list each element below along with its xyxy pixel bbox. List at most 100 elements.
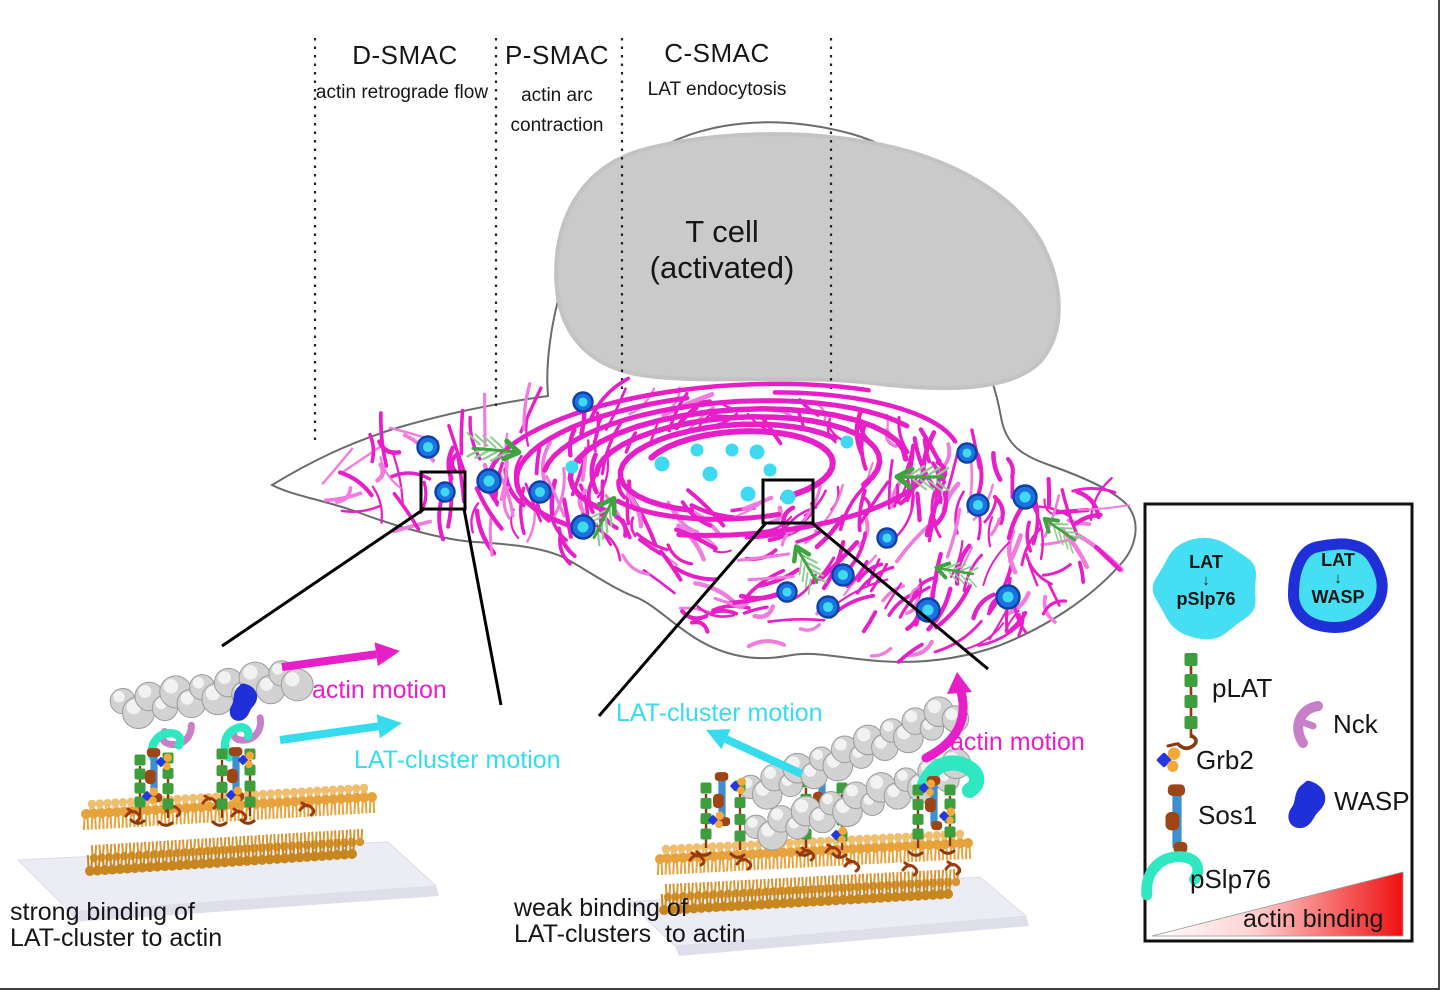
callout-line <box>462 508 503 706</box>
sos1-molecule <box>1165 784 1188 854</box>
green-arrow <box>466 432 522 462</box>
legend-actin-binding-label: actin binding <box>1243 905 1384 933</box>
actin-filament <box>743 748 972 851</box>
plat-chain <box>695 782 712 857</box>
lat-cluster-dot <box>690 443 704 457</box>
lat-cluster-dot <box>740 486 756 502</box>
lat-endosome-dot <box>528 480 552 504</box>
mid-actin-motion-label: actin motion <box>950 728 1085 756</box>
grb2-molecule <box>156 753 173 771</box>
zone-psmac-desc-1: actin arc <box>521 85 593 106</box>
zone-psmac-desc-2: contraction <box>510 115 604 136</box>
legend-pslp76-label: pSlp76 <box>1190 864 1271 894</box>
lat-endosome-dot <box>776 581 798 603</box>
lat-membrane-anchor <box>688 851 706 867</box>
lat-membrane-anchor <box>124 807 142 823</box>
green-arrow <box>791 544 827 596</box>
lat-endosome-dot <box>876 527 898 549</box>
zone-dsmac-desc: actin retrograde flow <box>315 82 489 103</box>
left-actin-motion-label: actin motion <box>312 676 447 704</box>
plat-chain <box>211 748 228 827</box>
zone-dsmac-label: D-SMAC <box>352 40 458 70</box>
lat-endosome-dot <box>1012 484 1038 510</box>
lat-membrane-anchor <box>298 801 316 817</box>
lat-endosome-dot <box>816 595 840 619</box>
left-caption-2: LAT-cluster to actin <box>10 924 223 952</box>
legend-blob1-pslp76: pSlp76 <box>1176 589 1236 609</box>
lat-membrane-anchor <box>843 857 861 873</box>
lat-endosome-dot <box>995 584 1021 610</box>
pslp76-molecule <box>147 729 185 761</box>
lat-endosome-dot <box>476 468 502 494</box>
lat-endosome-dot <box>416 435 440 459</box>
grb2-molecule <box>919 779 936 797</box>
grb2-molecule <box>238 751 255 769</box>
actin-motion-arrow <box>921 672 972 763</box>
callout-line <box>597 522 768 717</box>
actin-flow-green-arrows <box>466 432 1084 596</box>
lat-cluster-dot <box>565 460 579 474</box>
legend-wasp-label: WASP <box>1334 786 1410 816</box>
lat-membrane-anchor <box>798 846 816 862</box>
zoom-box-middle <box>761 478 815 525</box>
legend-blob2-arrow-icon: ↓ <box>1334 570 1342 587</box>
mid-caption-2: LAT-clusters to actin <box>514 920 746 948</box>
actin-filament <box>738 696 970 810</box>
lat-membrane-anchor <box>944 860 962 876</box>
left-caption-1: strong binding of <box>10 898 195 926</box>
legend-sos1-label: Sos1 <box>1198 800 1258 830</box>
t-cell-label-1: T cell <box>685 214 759 249</box>
actin-binding-gradient-triangle <box>1151 871 1404 937</box>
grb2-molecule <box>831 826 848 844</box>
lat-cluster-dot <box>840 435 854 449</box>
nck-icon <box>1293 701 1323 748</box>
legend-blob1-arrow-icon: ↓ <box>1202 572 1210 589</box>
legend-blob2-wasp: WASP <box>1311 587 1365 607</box>
lat-cluster-dots <box>565 435 854 505</box>
lat-cluster-dot <box>763 463 777 477</box>
actin-filament <box>109 660 314 730</box>
lat-endosome-dot <box>831 563 855 587</box>
wasp-molecule <box>1288 780 1326 829</box>
lat-cluster-dot <box>780 489 796 505</box>
coverslip-edge <box>70 886 439 922</box>
grb2-molecule <box>708 811 725 829</box>
grb2-molecule <box>226 786 243 804</box>
grb2-molecule <box>142 787 159 805</box>
plat-icon <box>1166 653 1198 751</box>
lat-cluster-dot <box>725 443 739 457</box>
legend <box>1141 502 1414 943</box>
actin-arcs <box>486 381 958 538</box>
lat-cluster-dot <box>654 456 670 472</box>
lat-endosome-dot <box>956 442 978 464</box>
lat-cluster-dot <box>702 466 718 482</box>
t-cell-label-2: (activated) <box>649 250 795 285</box>
grb2-molecule <box>939 807 956 825</box>
legend-grb2-label: Grb2 <box>1196 745 1254 775</box>
zoom-callouts <box>221 470 989 717</box>
inset-weak-binding <box>626 672 1029 956</box>
zone-csmac-desc: LAT endocytosis <box>647 79 787 100</box>
actin-motion-arrow <box>281 642 400 671</box>
legend-blob1-lat: LAT <box>1189 552 1223 572</box>
lat-endosome-dot <box>966 493 990 517</box>
lat-membrane-anchor <box>824 843 842 859</box>
legend-blob2-lat: LAT <box>1321 550 1355 570</box>
green-arrow <box>934 561 979 588</box>
lat-cluster-motion-arrow <box>706 729 804 778</box>
grb2-molecule <box>1156 747 1181 772</box>
lat-cluster-motion-arrow <box>279 714 402 744</box>
lat-endosome-dot <box>434 481 456 503</box>
zone-psmac-label: P-SMAC <box>504 40 610 70</box>
callout-line <box>811 521 989 671</box>
left-lat-cluster-motion-label: LAT-cluster motion <box>354 746 561 774</box>
zoom-box-left <box>419 470 467 511</box>
sos1-molecule <box>145 748 163 803</box>
mid-caption-1: weak binding of <box>514 894 688 922</box>
lat-endosome-dot <box>572 391 594 413</box>
lat-cluster-dot <box>749 444 765 460</box>
callout-line <box>221 507 425 648</box>
inset-strong-binding <box>16 642 439 922</box>
